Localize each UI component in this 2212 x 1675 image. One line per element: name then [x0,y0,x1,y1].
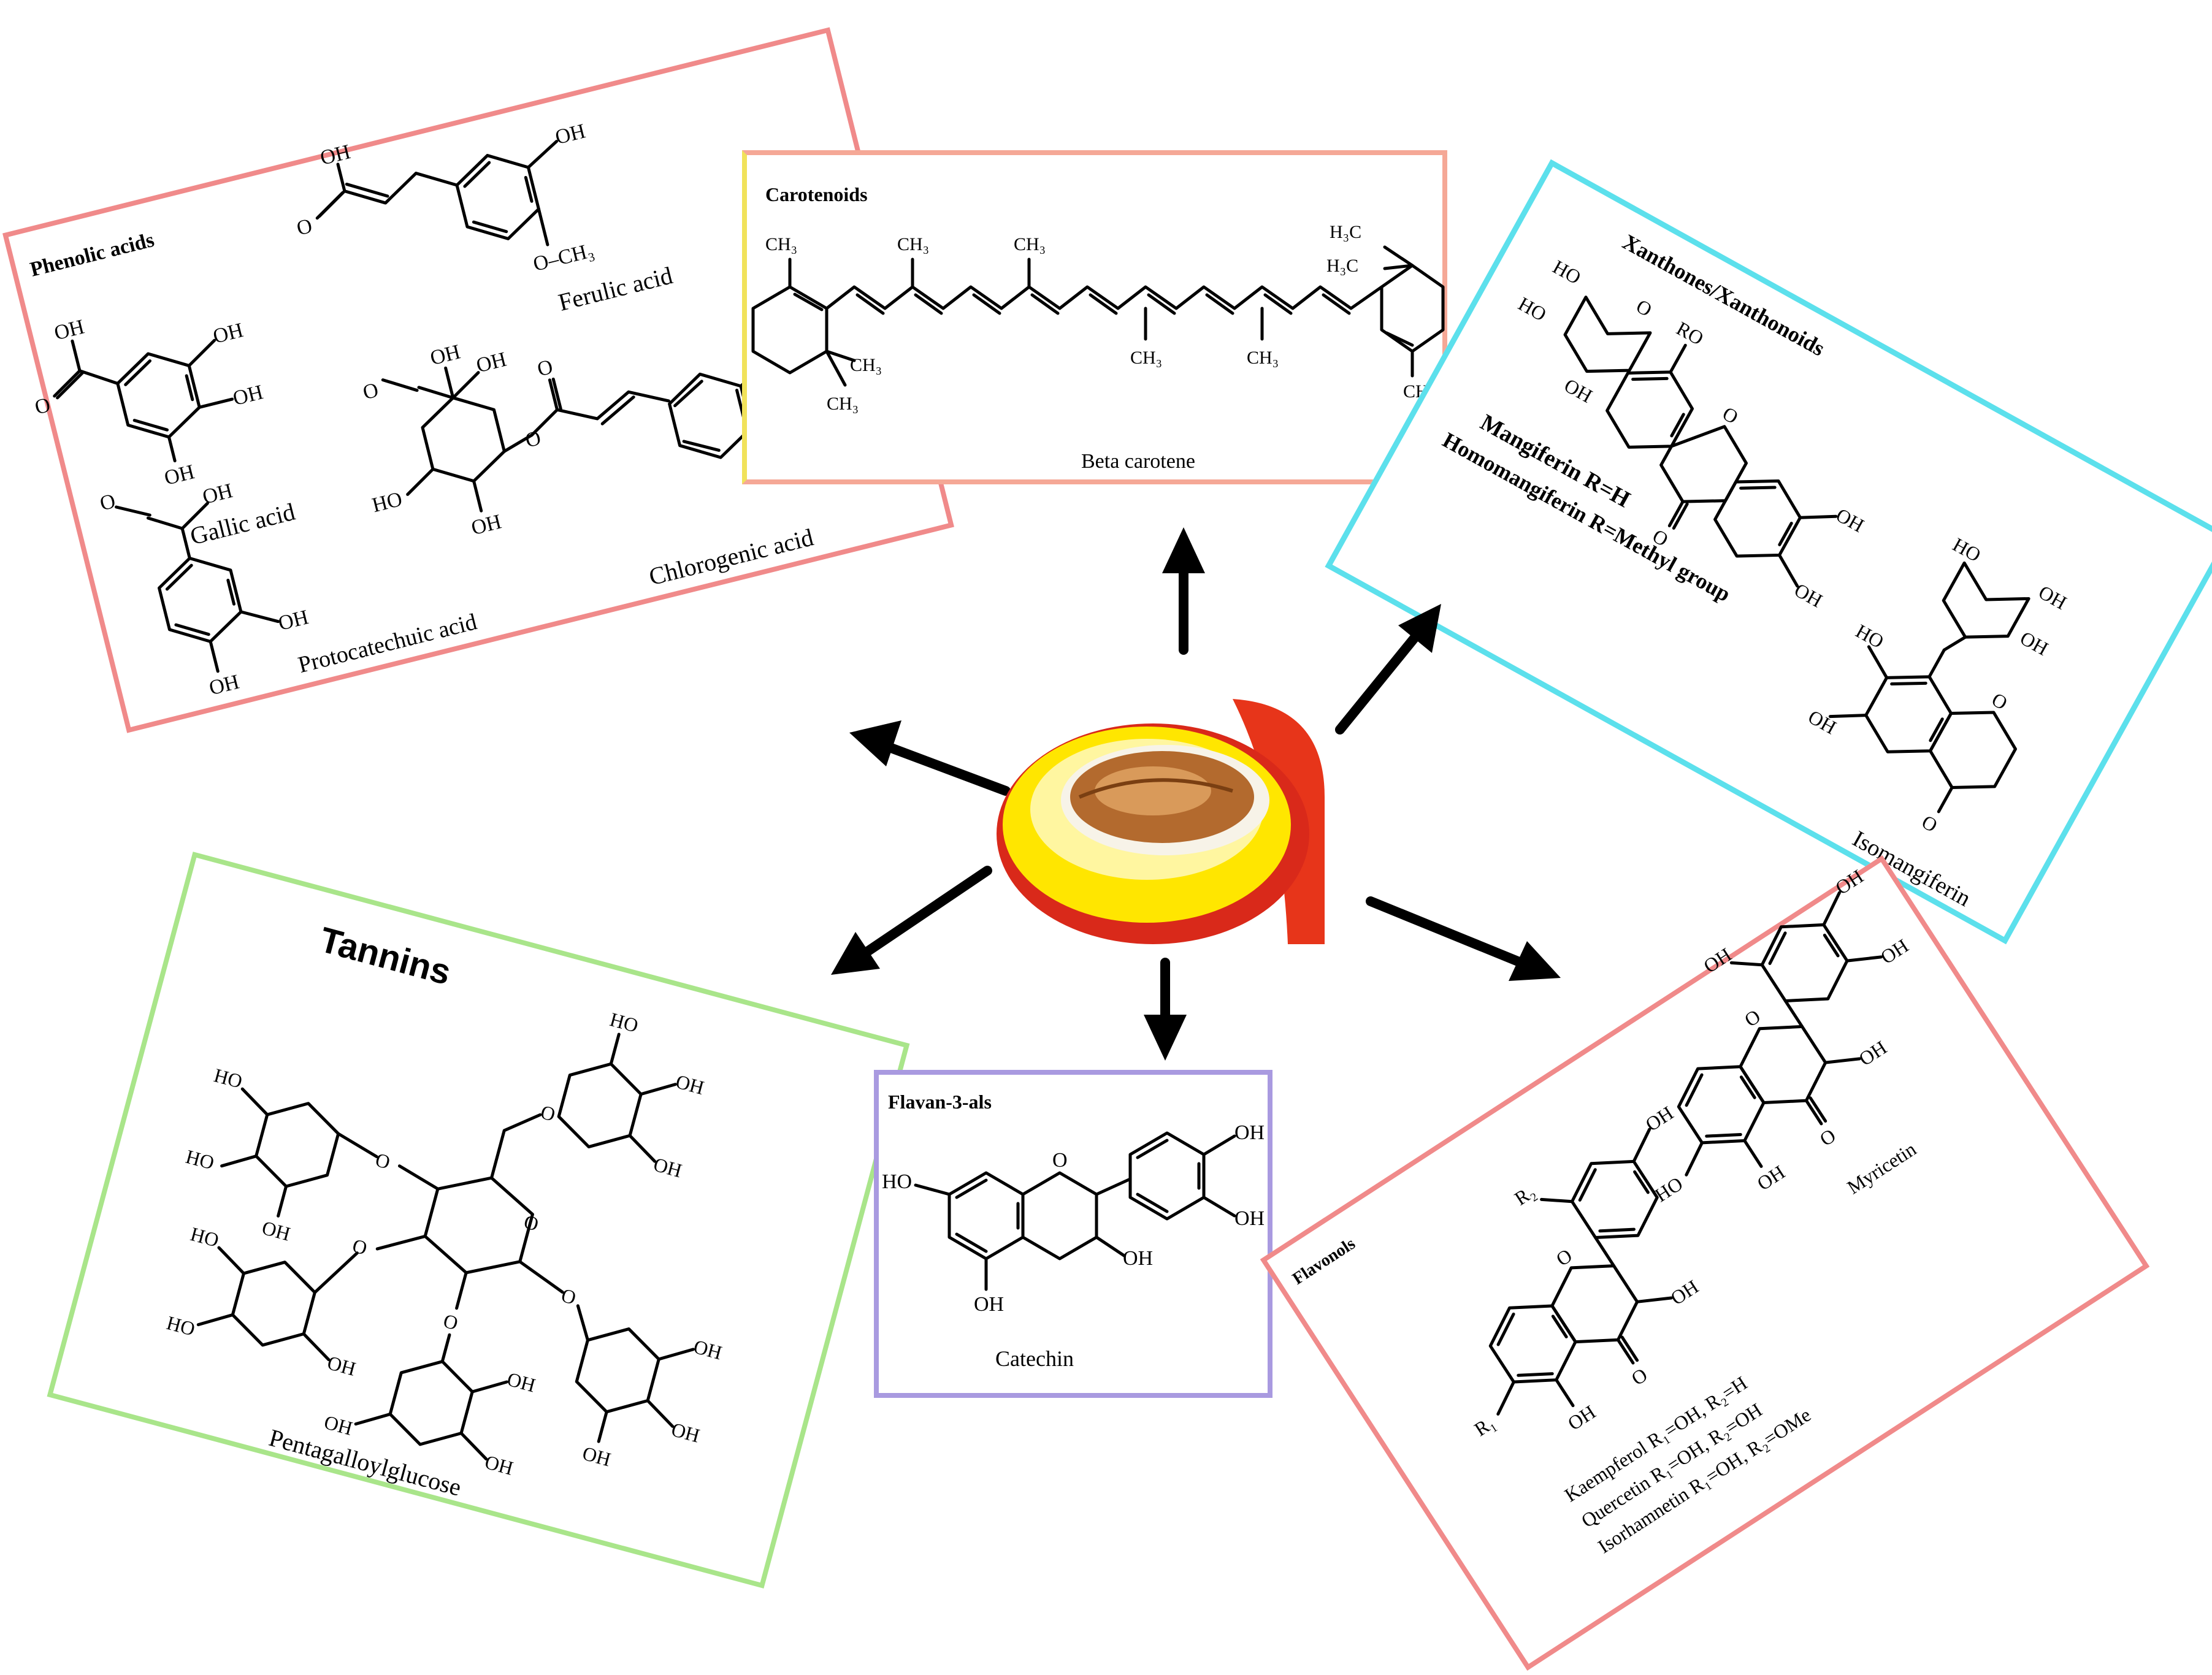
flavan-3-als-title: Flavan-3-als [888,1091,992,1113]
carotenoids-title: Carotenoids [765,183,868,205]
svg-text:O: O [1052,1149,1068,1172]
mango-fruit-image [997,696,1325,944]
svg-text:CH₃: CH₃ [827,394,859,414]
catechin-structure: HO OH O OH OH OH [882,1121,1265,1316]
svg-text:CH₃: CH₃ [1014,234,1046,254]
svg-text:H₃C: H₃C [1326,256,1358,276]
svg-text:OH: OH [974,1293,1004,1316]
svg-text:CH₃: CH₃ [1130,348,1162,368]
carotenoids-card: Carotenoids CH₃ CH₃ CH₃ CH₃ CH₃ CH₃ CH₃ [742,150,1447,484]
arrow-to-carotenoids [1162,527,1205,655]
svg-text:CH₃: CH₃ [1247,348,1279,368]
svg-text:CH₃: CH₃ [897,234,929,254]
arrow-to-phenolic-acids [849,720,1011,796]
flavan-3-als-card: Flavan-3-als HO OH O OH OH OH Catechin [874,1070,1272,1398]
svg-text:CH₃: CH₃ [850,355,882,375]
arrow-to-flavan-3-als [1144,958,1187,1061]
catechin-label: Catechin [995,1346,1074,1371]
beta-carotene-label: Beta carotene [1081,450,1195,473]
arrow-to-tannins [831,866,992,975]
svg-text:OH: OH [1234,1207,1265,1230]
svg-text:H₃C: H₃C [1330,222,1361,242]
beta-carotene-structure: CH₃ CH₃ CH₃ CH₃ CH₃ CH₃ CH₃ H₃C H₃C CH₃ [751,222,1445,414]
arrow-to-flavonols [1366,896,1561,981]
diagram-canvas: Phenolic acids OH O OH O–CH₃ Ferulic aci… [2,27,2212,1671]
flavonols-card: Flavonols R₁ OH O O OH R₂ OH [1260,855,2150,1671]
arrow-to-xanthones [1335,604,1441,734]
svg-text:HO: HO [882,1170,912,1193]
arrows-layer [831,527,1561,1061]
tannins-card: Tannins O O OH OH HO O HO HO OH O [47,852,910,1589]
svg-text:OH: OH [1123,1247,1153,1270]
svg-text:OH: OH [1234,1121,1265,1144]
svg-text:CH₃: CH₃ [765,234,797,254]
